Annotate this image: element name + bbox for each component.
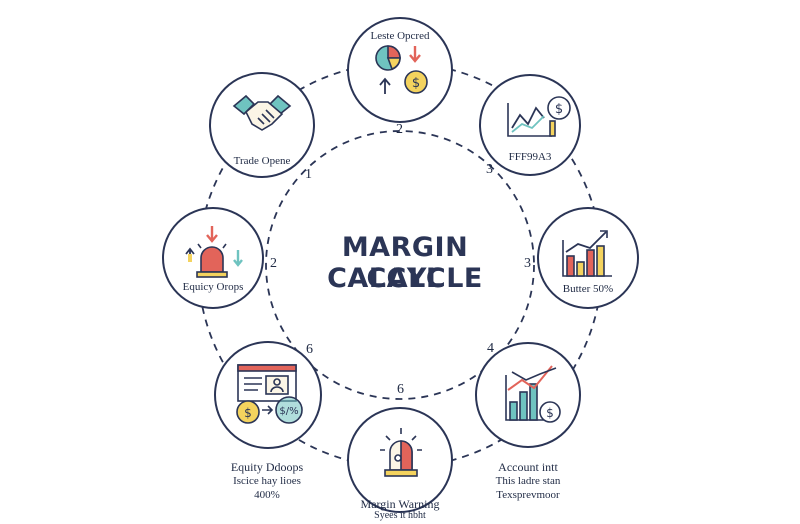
chart-dollar-icon: $: [507, 96, 571, 137]
stock-trend-dollar-icon: $: [505, 365, 561, 423]
node-left-number: 2: [270, 256, 277, 271]
node-top-right-label: FFF99A3: [508, 151, 552, 163]
siren-arrows-icon: [185, 226, 243, 278]
node-bottom-left-badge: $/%: [279, 406, 298, 417]
alarm-siren-icon: [380, 428, 422, 477]
node-bottom-left-label-2: Iscice hay lioes: [233, 475, 301, 487]
node-bottom-right-label-1: Account intt: [498, 460, 558, 474]
svg-text:$: $: [412, 76, 420, 91]
inner-dashed-ring: [265, 130, 535, 400]
node-bottom-label-1: Margin Warning: [360, 497, 440, 511]
node-top-left-label: Trade Opene: [233, 155, 291, 167]
node-bottom-left-number: 6: [306, 342, 313, 357]
node-top-right-number: 3: [486, 162, 493, 177]
node-right-label: Butter 50%: [562, 283, 614, 295]
svg-text:$: $: [546, 406, 554, 420]
svg-text:$: $: [555, 102, 563, 117]
diagram-title-line1: MARGIN CALL: [341, 232, 469, 294]
node-bottom-label-2: Syees it hbht: [374, 510, 426, 521]
node-top-circle: [347, 17, 453, 123]
node-top-left-number: 1: [305, 167, 312, 182]
bar-chart-up-icon: [562, 230, 612, 277]
node-top-label: Leste Opcred: [370, 30, 430, 42]
pie-chart-dollar-icon: $: [375, 45, 428, 94]
node-bottom-right-label-3: Texsprevmoor: [496, 489, 560, 501]
node-bottom-right-number: 4: [487, 341, 494, 356]
node-bottom-number: 6: [397, 382, 404, 397]
node-bottom-right-label-2: This ladre stan: [495, 475, 561, 487]
node-right-number: 3: [524, 256, 531, 271]
diagram-title-line2: CALCYCLE: [327, 263, 483, 294]
node-left-label: Equicy Orops: [182, 281, 244, 293]
node-bottom-left-label-3: 400%: [254, 489, 280, 501]
account-document-icon: $: [236, 364, 303, 424]
svg-text:$: $: [244, 406, 252, 420]
node-bottom-left-label-1: Equity Ddoops: [230, 460, 304, 474]
node-bottom-right-circle: [475, 342, 581, 448]
handshake-icon: [232, 94, 292, 131]
node-top-number: 2: [396, 122, 403, 137]
